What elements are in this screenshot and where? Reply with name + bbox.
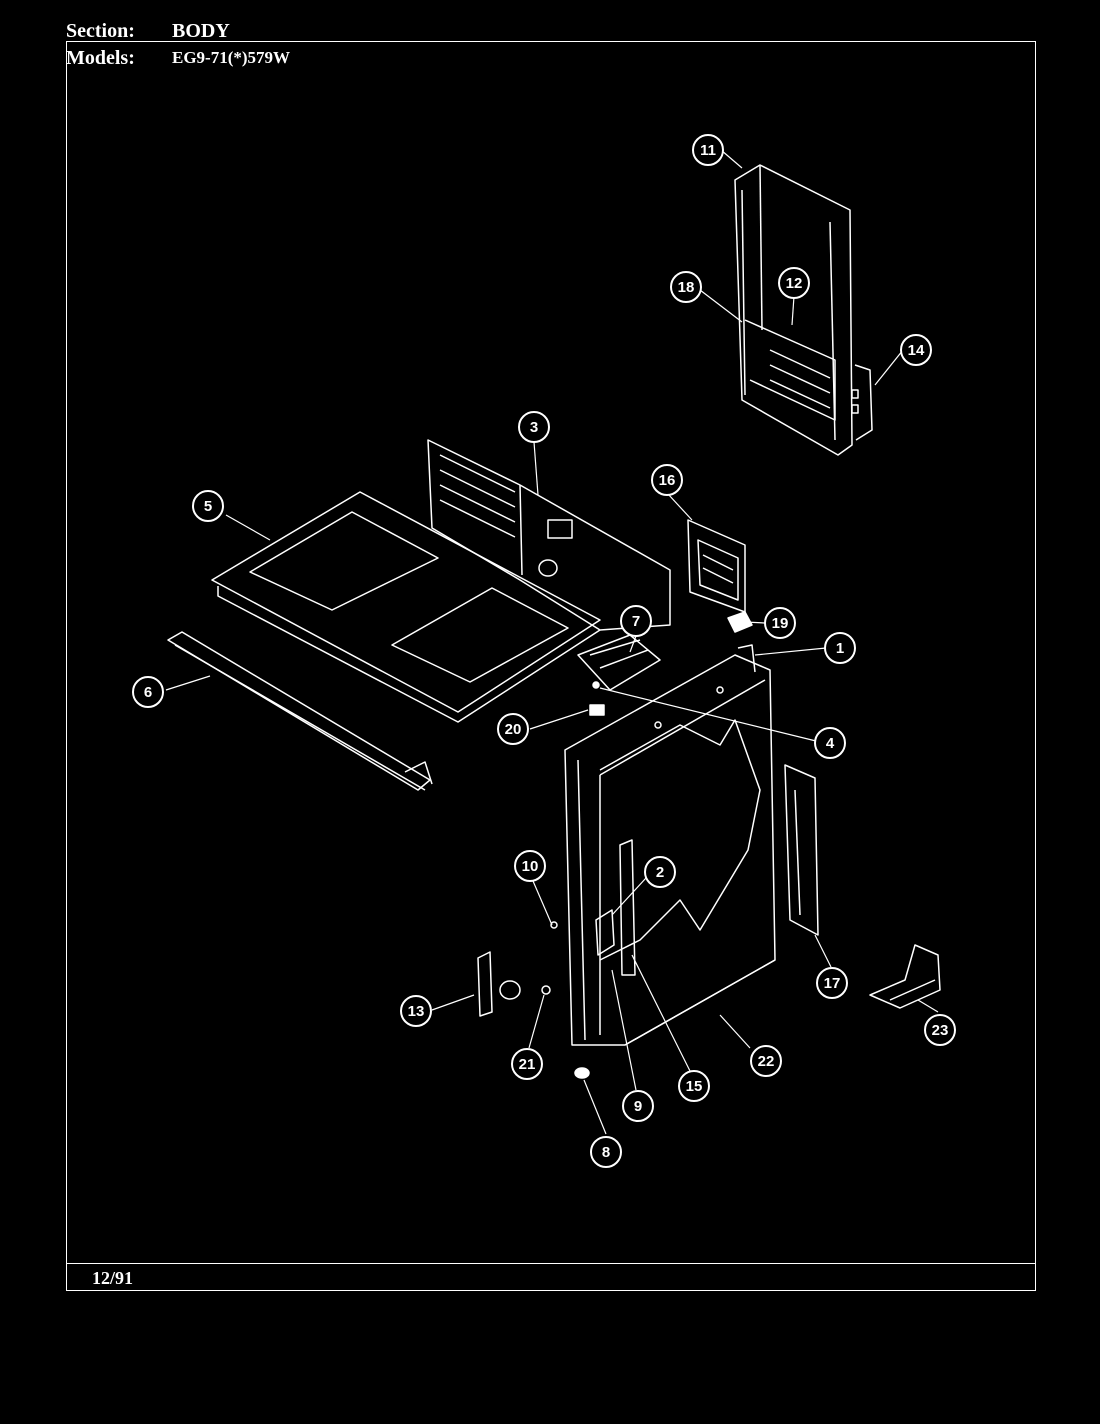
callout-6: 6 [132, 676, 164, 708]
callout-number: 17 [824, 975, 841, 992]
callout-17: 17 [816, 967, 848, 999]
part-11-back-panel [734, 164, 873, 456]
callout-circle [670, 271, 702, 303]
callout-circle [824, 632, 856, 664]
callout-number: 23 [932, 1022, 949, 1039]
callout-number: 18 [678, 279, 695, 296]
callout-circle [750, 1045, 782, 1077]
callout-number: 19 [772, 615, 789, 632]
callout-10: 10 [514, 850, 546, 882]
section-label: Section: [66, 20, 135, 42]
part-23-bracket [869, 944, 941, 1009]
callout-11: 11 [692, 134, 724, 166]
callout-number: 22 [758, 1053, 775, 1070]
callout-number: 4 [826, 735, 835, 752]
callout-3: 3 [518, 411, 550, 443]
callout-22: 22 [750, 1045, 782, 1077]
callout-number: 11 [700, 142, 716, 159]
callout-number: 3 [530, 419, 538, 436]
callout-13: 13 [400, 995, 432, 1027]
callout-7: 7 [620, 605, 652, 637]
callout-circle [620, 605, 652, 637]
callout-circle [651, 464, 683, 496]
callout-circle [778, 267, 810, 299]
callout-number: 5 [204, 498, 212, 515]
callout-18: 18 [670, 271, 702, 303]
callout-number: 1 [836, 640, 844, 657]
callout-circle [814, 727, 846, 759]
callout-number: 2 [656, 864, 664, 881]
part-5-cooktop [211, 491, 601, 723]
part-6-front-rail [167, 631, 433, 791]
callout-number: 14 [908, 342, 925, 359]
callout-number: 13 [408, 1003, 425, 1020]
callout-circle [497, 713, 529, 745]
callout-circle [900, 334, 932, 366]
diagram-frame [66, 41, 1036, 1291]
part-16-vent-panel [687, 519, 746, 613]
callout-circle [132, 676, 164, 708]
models-label: Models: [66, 47, 135, 69]
part-7-bracket [577, 634, 661, 691]
callout-number: 16 [659, 472, 676, 489]
callout-number: 20 [505, 721, 522, 738]
callout-20: 20 [497, 713, 529, 745]
callout-circle [511, 1048, 543, 1080]
callout-21: 21 [511, 1048, 543, 1080]
callout-circle [924, 1014, 956, 1046]
callout-circle [514, 850, 546, 882]
part-22-body-frame [564, 644, 776, 1046]
callout-circle [518, 411, 550, 443]
part-2-hinge [595, 839, 636, 976]
callout-circle [764, 607, 796, 639]
callout-number: 7 [632, 613, 640, 630]
part-3-rear-panel [427, 439, 671, 631]
callout-circle [622, 1090, 654, 1122]
part-13-latch [477, 951, 521, 1017]
callout-1: 1 [824, 632, 856, 664]
callout-number: 10 [522, 858, 539, 875]
footer-divider [66, 1263, 1036, 1264]
callout-12: 12 [778, 267, 810, 299]
callout-circle [816, 967, 848, 999]
callout-23: 23 [924, 1014, 956, 1046]
callout-number: 6 [144, 684, 152, 701]
callout-number: 12 [786, 275, 803, 292]
callout-circle [590, 1136, 622, 1168]
leader-lines [165, 149, 939, 1135]
callout-number: 8 [602, 1144, 610, 1161]
models-value: EG9-71(*)579W [172, 48, 291, 67]
callout-5: 5 [192, 490, 224, 522]
callout-circle [400, 995, 432, 1027]
part-19-block [727, 611, 753, 633]
callout-number: 9 [634, 1098, 642, 1115]
callout-4: 4 [814, 727, 846, 759]
section-value: BODY [172, 20, 230, 42]
callout-14: 14 [900, 334, 932, 366]
callout-number: 21 [519, 1056, 536, 1073]
callout-circle [644, 856, 676, 888]
callout-circle [692, 134, 724, 166]
callout-15: 15 [678, 1070, 710, 1102]
callout-8: 8 [590, 1136, 622, 1168]
small-parts [541, 921, 590, 1079]
callout-19: 19 [764, 607, 796, 639]
part-17-side-trim [784, 764, 819, 936]
callout-circle [192, 490, 224, 522]
callout-9: 9 [622, 1090, 654, 1122]
fastener-parts [589, 681, 605, 716]
revision-date: 12/91 [92, 1268, 134, 1288]
callout-circle [678, 1070, 710, 1102]
callout-2: 2 [644, 856, 676, 888]
callout-16: 16 [651, 464, 683, 496]
callout-number: 15 [686, 1078, 703, 1095]
